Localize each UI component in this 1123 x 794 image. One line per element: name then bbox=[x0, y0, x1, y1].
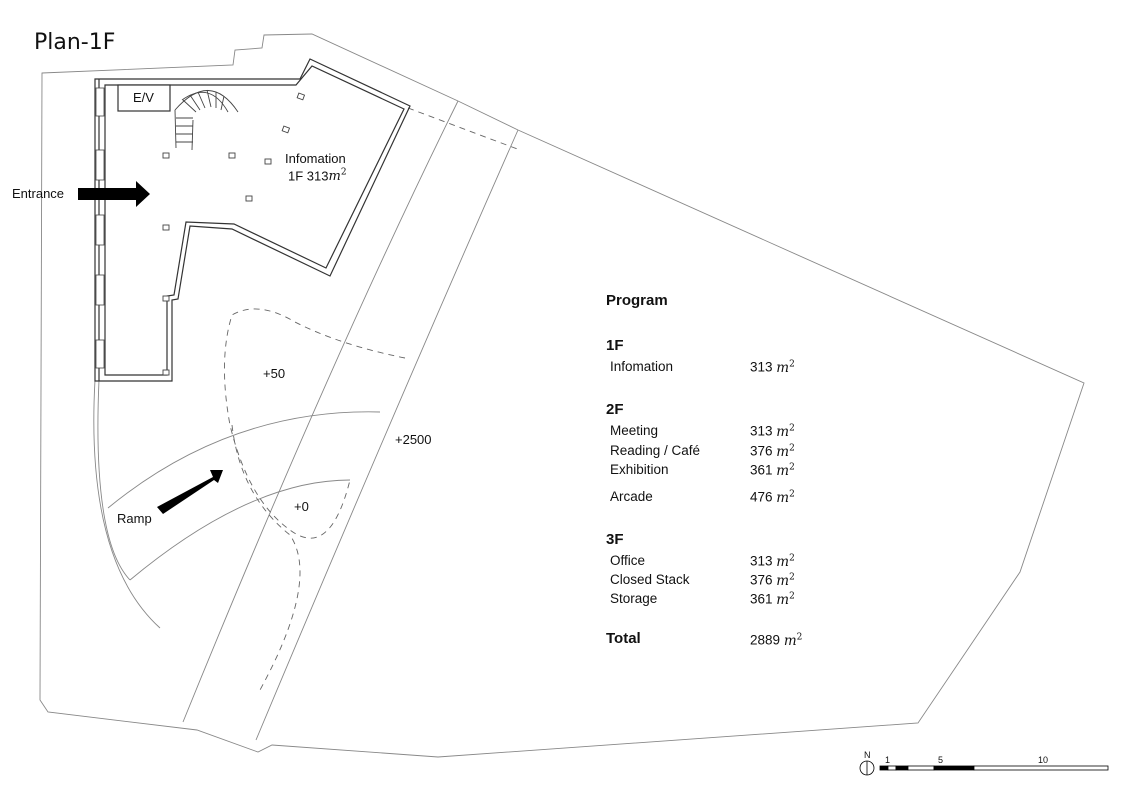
north-label: N bbox=[864, 750, 871, 760]
scale-tick-label: 10 bbox=[1038, 755, 1049, 765]
program-item-label: Closed Stack bbox=[610, 572, 690, 587]
scale-tick-label: 1 bbox=[885, 755, 891, 765]
program-item-label: Office bbox=[610, 553, 646, 568]
program-item-area: 376 m2 bbox=[750, 572, 795, 589]
ramp-arrow bbox=[157, 470, 223, 514]
elevator-box bbox=[117, 84, 171, 112]
curve-edge bbox=[93, 379, 161, 629]
program-total-area: 2889 m2 bbox=[750, 632, 803, 649]
program-total-label: Total bbox=[606, 630, 641, 647]
program-item-label: Meeting bbox=[610, 423, 659, 438]
building-outer-wall bbox=[94, 58, 411, 382]
dashed-edge bbox=[407, 107, 521, 151]
road-edge bbox=[182, 100, 459, 723]
program-item-area: 476 m2 bbox=[750, 489, 795, 506]
road-edge bbox=[255, 129, 519, 741]
program-item-area: 376 m2 bbox=[750, 443, 795, 460]
dashed-edge bbox=[224, 308, 406, 539]
program-item-label: Infomation bbox=[610, 359, 674, 374]
program-item-area: 361 m2 bbox=[750, 462, 795, 479]
level-plus-2500: +2500 bbox=[395, 432, 432, 447]
scale-tick-label: 5 bbox=[938, 755, 944, 765]
site-boundary bbox=[39, 33, 1085, 758]
program-item-area: 313 m2 bbox=[750, 359, 795, 376]
program-heading: Program bbox=[606, 292, 668, 309]
program-item-label: Reading / Café bbox=[610, 443, 701, 458]
level-plus-50: +50 bbox=[263, 366, 286, 381]
program-item-label: Storage bbox=[610, 591, 658, 606]
plan-title: Plan-1F bbox=[34, 30, 116, 55]
dashed-edge bbox=[231, 424, 301, 691]
floor-heading: 3F bbox=[606, 531, 624, 548]
info-room-area: 1F 313m2 bbox=[288, 168, 347, 185]
program-item-area: 313 m2 bbox=[750, 423, 795, 440]
ramp-edge bbox=[129, 479, 351, 581]
program-item-label: Arcade bbox=[610, 489, 653, 504]
program-item-area: 313 m2 bbox=[750, 553, 795, 570]
ramp-label: Ramp bbox=[117, 511, 152, 526]
elevator-label: E/V bbox=[133, 90, 154, 105]
floor-heading: 1F bbox=[606, 337, 624, 354]
scale-bar bbox=[859, 760, 1109, 776]
building-inner-wall bbox=[104, 65, 405, 376]
ramp-edge bbox=[107, 411, 381, 509]
level-plus-0: +0 bbox=[294, 499, 309, 514]
entrance-label: Entrance bbox=[12, 186, 65, 201]
entrance-arrow bbox=[78, 181, 150, 207]
curve-edge bbox=[97, 379, 131, 581]
floor-heading: 2F bbox=[606, 401, 624, 418]
program-item-area: 361 m2 bbox=[750, 591, 795, 608]
info-room-label: Infomation bbox=[285, 151, 346, 166]
program-item-label: Exhibition bbox=[610, 462, 669, 477]
